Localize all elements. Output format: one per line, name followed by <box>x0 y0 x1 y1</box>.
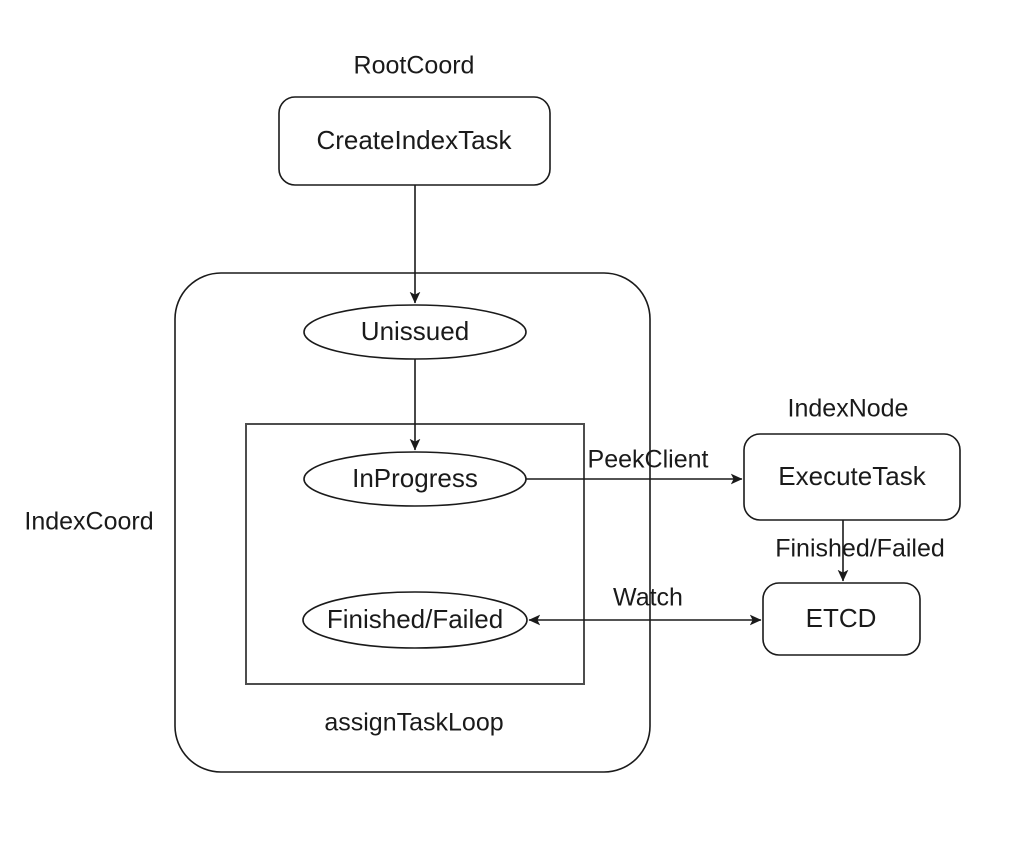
finished-failed-ellipse[interactable] <box>302 591 528 649</box>
node-inprogress[interactable]: InProgress <box>303 451 527 507</box>
inprogress-ellipse[interactable] <box>303 451 527 507</box>
group-indexcoord: IndexCoord <box>24 272 651 773</box>
node-finished-failed[interactable]: Finished/Failed <box>302 591 528 649</box>
indexcoord-label: IndexCoord <box>24 508 153 536</box>
execute-task-box[interactable] <box>743 433 961 521</box>
rootcoord-label: RootCoord <box>354 52 475 80</box>
edge-label-finished-failed: Finished/Failed <box>775 535 945 563</box>
create-index-task-box[interactable] <box>278 96 551 186</box>
assigntaskloop-label: assignTaskLoop <box>324 709 503 737</box>
execute-task-label: ExecuteTask <box>778 461 926 491</box>
etcd-label: ETCD <box>806 603 877 633</box>
node-create-index-task[interactable]: CreateIndexTask <box>278 96 551 186</box>
node-etcd[interactable]: ETCD <box>762 582 921 656</box>
edge-label-watch: Watch <box>613 584 683 612</box>
edges-layer: PeekClient Finished/Failed Watch <box>409 185 945 626</box>
node-execute-task[interactable]: ExecuteTask <box>743 433 961 521</box>
unissued-label: Unissued <box>361 316 469 346</box>
node-unissued[interactable]: Unissued <box>303 304 527 360</box>
create-index-task-label: CreateIndexTask <box>316 125 512 155</box>
finished-failed-label: Finished/Failed <box>327 604 503 634</box>
unissued-ellipse[interactable] <box>303 304 527 360</box>
indexnode-label: IndexNode <box>788 395 909 423</box>
inprogress-label: InProgress <box>352 463 478 493</box>
indexcoord-container <box>174 272 651 773</box>
edge-label-peekclient: PeekClient <box>588 446 709 474</box>
etcd-box[interactable] <box>762 582 921 656</box>
